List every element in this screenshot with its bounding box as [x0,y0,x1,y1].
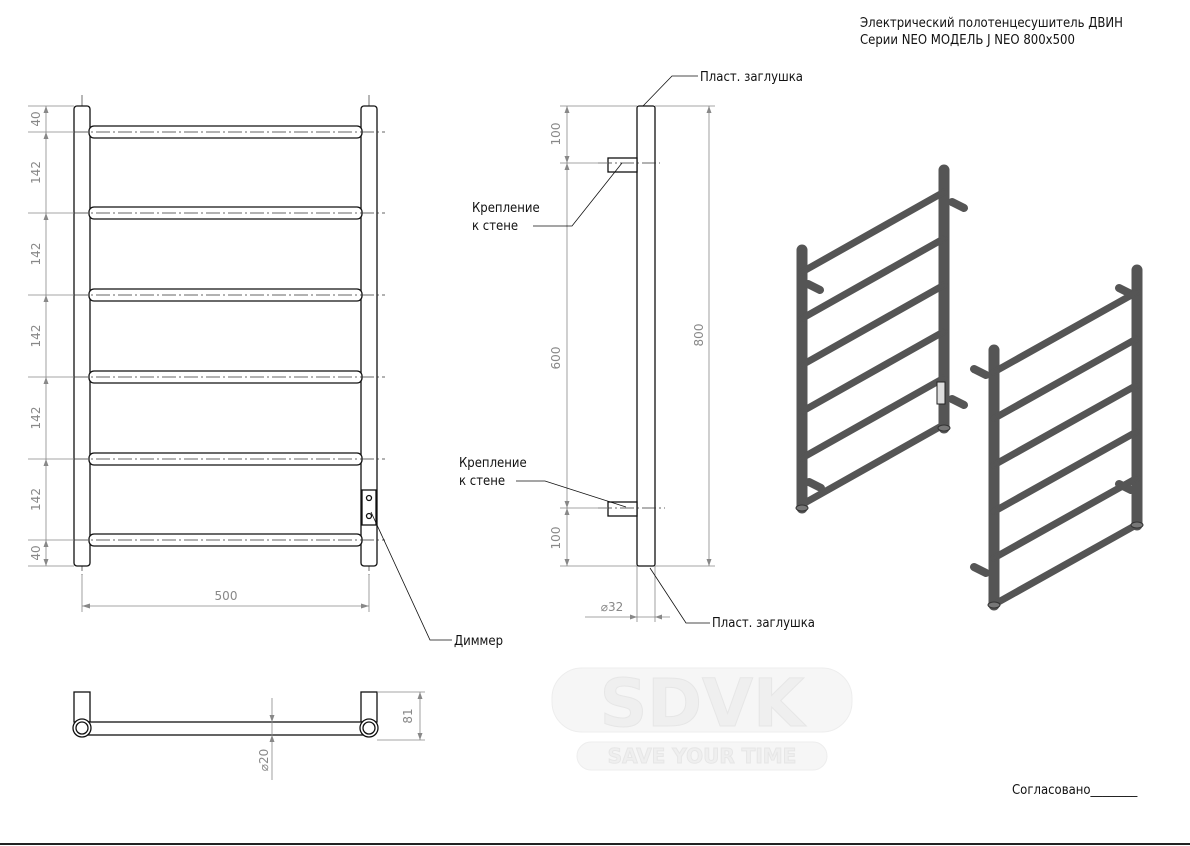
dimmer-label: Диммер [454,634,503,649]
mount-bottom-label-2: к стене [459,474,505,489]
dim-mount-600: 600 [549,347,563,370]
dimmer-box-3d [936,381,946,405]
bar-highlight [992,476,1139,560]
total-height-dimension: 800 [692,324,706,347]
depth-dimension: 81 [401,708,415,723]
top-view: 81 ⌀20 [72,691,425,780]
dimension-arrow [43,540,49,547]
front-view: 40 142 142 142 142 142 40 500 Диммер [28,95,503,649]
dimmer-box [361,489,377,526]
isometric-render-front [987,264,1144,611]
wall-mount-pin [970,365,990,379]
bar-highlight [992,522,1139,607]
dimension-arrow [43,459,49,466]
title-line-1: Электрический полотенцесушитель ДВИН [860,16,1123,31]
width-dimension: 500 [215,589,238,603]
wall-mount-pin [948,395,968,409]
wall-mount-pin [970,563,990,577]
vertical-dimension: 40 [29,545,43,560]
dim-top-100: 100 [549,123,563,146]
vertical-dimension: 142 [29,488,43,511]
title-line-2: Серии NEO МОДЕЛЬ J NEO 800x500 [860,33,1075,48]
vertical-dimension: 142 [29,325,43,348]
dimension-arrow [43,213,49,220]
mount-top-label-2: к стене [472,219,518,234]
rail-diameter-dimension: ⌀32 [601,600,624,614]
vertical-dimension: 40 [29,111,43,126]
wall-mount-pin [805,478,825,492]
vertical-dimension: 142 [29,243,43,266]
watermark-tagline: SAVE YOUR TIME [608,744,797,768]
bar-highlight [800,329,946,414]
bar-highlight [992,290,1139,374]
end-cap [795,504,809,512]
bar-highlight [992,429,1139,514]
dimension-arrow [43,132,49,139]
end-cap [1130,521,1144,529]
mount-top-label-1: Крепление [472,201,540,216]
watermark-brand: SDVK [600,665,807,742]
end-cap [937,424,951,432]
dimension-arrow [43,295,49,302]
watermark: SDVK SAVE YOUR TIME [551,665,853,771]
tube-diameter-dimension: ⌀20 [257,749,271,772]
bar-highlight [992,383,1139,467]
dimension-arrow [43,377,49,384]
bar-highlight [800,283,946,367]
side-view: 100 600 100 800 ⌀32 Пласт. заглушка Плас… [459,70,815,631]
end-cap [987,601,1001,609]
dimension-arrow [43,106,49,113]
wall-mount-pin [948,198,968,212]
bar-highlight [800,236,946,321]
cap-bottom-label: Пласт. заглушка [712,616,815,631]
approval-label: Согласовано________ [1012,783,1137,798]
wall-mount-pin [804,280,824,294]
isometric-render-back [795,164,1135,577]
vertical-dimension: 142 [29,161,43,184]
mount-bottom-label-1: Крепление [459,456,527,471]
dim-bottom-100: 100 [549,527,563,550]
cap-top-label: Пласт. заглушка [700,70,803,85]
bar-highlight [800,376,946,460]
bar-highlight [800,190,946,274]
bar-highlight [992,336,1139,421]
vertical-dimension: 142 [29,407,43,430]
bar-highlight [800,422,946,507]
dimension-arrow [43,559,49,566]
